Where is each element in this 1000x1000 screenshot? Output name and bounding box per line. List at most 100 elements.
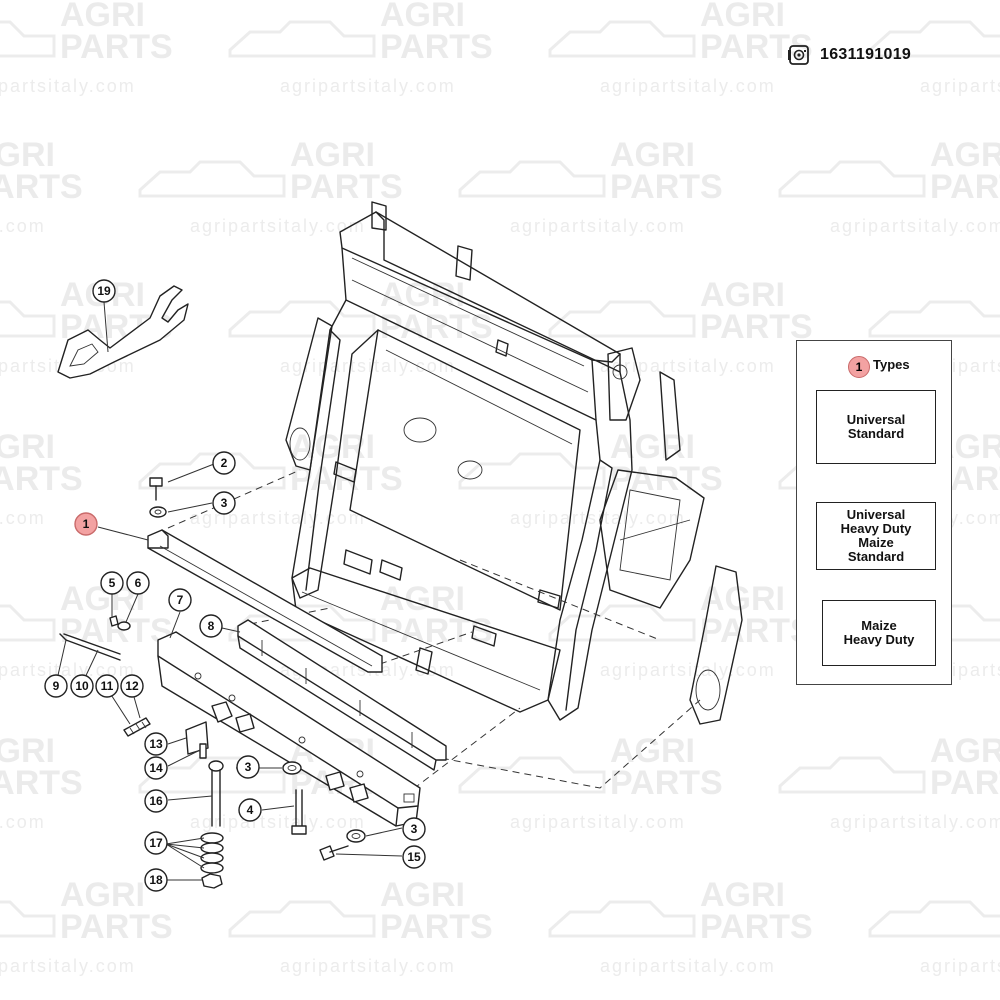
watermark-tractor-icon: [548, 900, 696, 938]
watermark-url: agripartsitaly.com: [510, 216, 686, 236]
callout-6[interactable]: 6: [126, 571, 150, 595]
callout-17[interactable]: 17: [144, 831, 168, 855]
watermark-line1: AGRI: [380, 0, 465, 34]
type-label: Universal Standard: [846, 412, 906, 441]
callout-12[interactable]: 12: [120, 674, 144, 698]
watermark-tractor-icon: [778, 160, 926, 198]
rail-spacers: [211, 701, 369, 803]
callout-19[interactable]: 19: [92, 279, 116, 303]
svg-text:19: 19: [97, 284, 111, 298]
svg-text:6: 6: [135, 576, 142, 590]
svg-text:18: 18: [149, 873, 163, 887]
watermark-line2: PARTS: [380, 908, 493, 946]
watermark-line1: AGRI: [290, 428, 375, 466]
watermark-url: agripartsitaly.com: [0, 956, 136, 976]
watermark-line1: AGRI: [380, 580, 465, 618]
watermark-line2: PARTS: [60, 28, 173, 66]
watermark-line2: PARTS: [290, 168, 403, 206]
exploded-parts-icon: [788, 44, 810, 66]
callout-14[interactable]: 14: [144, 756, 168, 780]
watermark-line1: AGRI: [700, 876, 785, 914]
watermark-url: agripartsitaly.com: [0, 508, 46, 528]
callout-3a[interactable]: 3: [212, 491, 236, 515]
watermark-line2: PARTS: [700, 308, 813, 346]
watermark-line1: AGRI: [290, 136, 375, 174]
watermark-url: agripartsitaly.com: [190, 812, 366, 832]
type-universal-heavy-duty-maize-standard[interactable]: Universal Heavy Duty Maize Standard: [816, 502, 936, 570]
watermark-tractor-icon: [868, 300, 1000, 338]
watermark-tractor-icon: [778, 756, 926, 794]
type-maize-heavy-duty[interactable]: Maize Heavy Duty: [822, 600, 936, 666]
svg-text:3: 3: [411, 822, 418, 836]
callout-2[interactable]: 2: [212, 451, 236, 475]
callout-11[interactable]: 11: [95, 674, 119, 698]
watermark-line2: PARTS: [700, 908, 813, 946]
callout-9[interactable]: 9: [44, 674, 68, 698]
callout-16[interactable]: 16: [144, 789, 168, 813]
callout-18[interactable]: 18: [144, 868, 168, 892]
callout-3c[interactable]: 3: [402, 817, 426, 841]
watermark-line1: AGRI: [0, 428, 55, 466]
watermark-url: agripartsitaly.com: [190, 216, 366, 236]
watermark-line1: AGRI: [380, 276, 465, 314]
svg-text:8: 8: [208, 619, 215, 633]
callout-10[interactable]: 10: [70, 674, 94, 698]
svg-text:3: 3: [245, 760, 252, 774]
callout-8[interactable]: 8: [199, 614, 223, 638]
watermark-line2: PARTS: [0, 764, 83, 802]
svg-text:7: 7: [177, 593, 184, 607]
svg-text:9: 9: [53, 679, 60, 693]
watermark-tractor-icon: [138, 452, 286, 490]
watermark-tractor-icon: [548, 20, 696, 58]
watermark-line1: AGRI: [60, 876, 145, 914]
watermark-tractor-icon: [0, 300, 56, 338]
callout-7[interactable]: 7: [168, 588, 192, 612]
watermark-url: agripartsitaly.com: [0, 660, 136, 680]
type-label: Universal Heavy Duty Maize Standard: [840, 507, 912, 564]
watermark-line2: PARTS: [0, 460, 83, 498]
type-label: Maize Heavy Duty: [843, 618, 915, 647]
callout-5[interactable]: 5: [100, 571, 124, 595]
callout-15[interactable]: 15: [402, 845, 426, 869]
watermark-line1: AGRI: [0, 732, 55, 770]
watermark-url: agripartsitaly.com: [190, 508, 366, 528]
watermark-tractor-icon: [228, 900, 376, 938]
watermark-url: agripartsitaly.com: [920, 956, 1000, 976]
watermark-line2: PARTS: [610, 460, 723, 498]
watermark-tractor-icon: [868, 20, 1000, 58]
watermark-tractor-icon: [138, 160, 286, 198]
watermark-tractor-icon: [458, 452, 606, 490]
watermark-url: agripartsitaly.com: [600, 76, 776, 96]
callout-13[interactable]: 13: [144, 732, 168, 756]
watermark-url: agripartsitaly.com: [600, 660, 776, 680]
watermark-line1: AGRI: [700, 580, 785, 618]
watermark-line1: AGRI: [930, 732, 1000, 770]
type-universal-standard[interactable]: Universal Standard: [816, 390, 936, 464]
watermark-line1: AGRI: [60, 0, 145, 34]
callout-3b[interactable]: 3: [236, 755, 260, 779]
callout-1[interactable]: 1: [74, 512, 98, 536]
svg-text:1: 1: [83, 517, 90, 531]
svg-text:13: 13: [149, 737, 163, 751]
watermark-url: agripartsitaly.com: [280, 76, 456, 96]
watermark-tractor-icon: [0, 20, 56, 58]
watermark-line1: AGRI: [610, 136, 695, 174]
svg-text:14: 14: [149, 761, 163, 775]
watermark-line1: AGRI: [610, 428, 695, 466]
fasteners: [59, 477, 366, 889]
watermark-url: agripartsitaly.com: [0, 76, 136, 96]
watermark-line2: PARTS: [930, 168, 1000, 206]
watermark-line2: PARTS: [700, 612, 813, 650]
watermark-tractor-icon: [228, 20, 376, 58]
watermark-tractor-icon: [458, 756, 606, 794]
part-1-bar: [147, 529, 383, 673]
watermark-line1: AGRI: [700, 276, 785, 314]
svg-text:16: 16: [149, 794, 163, 808]
watermark-url: agripartsitaly.com: [830, 216, 1000, 236]
part-number-header: 1631191019: [788, 41, 911, 69]
callout-4[interactable]: 4: [238, 798, 262, 822]
svg-text:17: 17: [149, 836, 163, 850]
watermark-line2: PARTS: [610, 168, 723, 206]
types-callout-badge: 1: [848, 356, 870, 378]
